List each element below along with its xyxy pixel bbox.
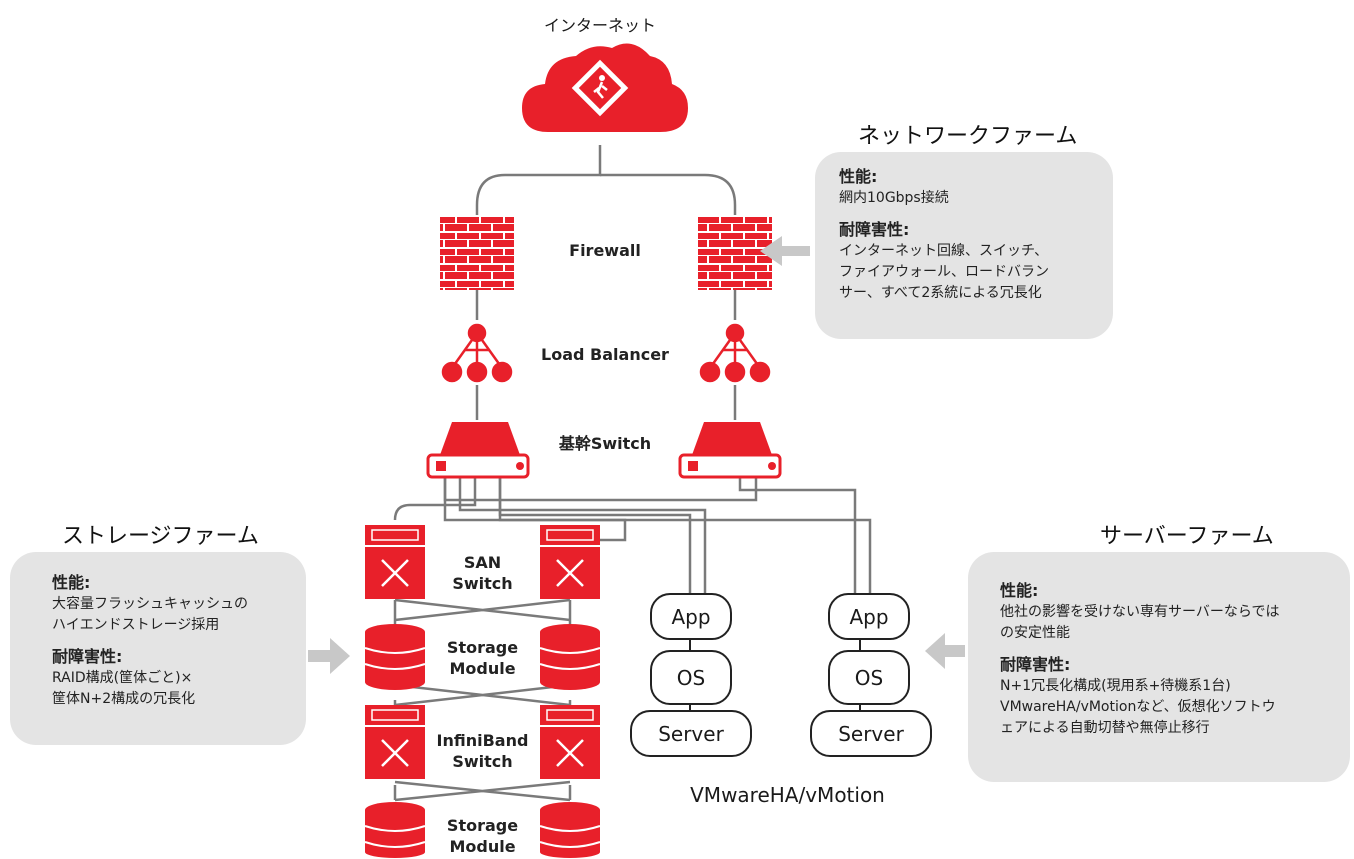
core-switch-left-icon [426, 422, 530, 479]
storage-module-left-icon [364, 624, 426, 690]
app-box-right: App [828, 593, 910, 640]
san-switch-right-icon [540, 525, 600, 599]
infiniband-switch-right-icon [540, 705, 600, 779]
storage-ft-text-1: RAID構成(筐体ごと)× [52, 670, 193, 686]
network-ft-text-2: ファイアウォール、ロードバラン [839, 264, 1049, 280]
server-box-left: Server [630, 710, 752, 757]
storage-perf-text-1: 大容量フラッシュキャッシュの [52, 596, 248, 612]
storage-module-2-left-icon [364, 802, 426, 858]
server-perf-text-1: 他社の影響を受けない専有サーバーならでは [1000, 604, 1280, 620]
os-box-right: OS [828, 650, 910, 705]
firewall-right-icon [698, 215, 772, 290]
server-farm-panel: 性能: 他社の影響を受けない専有サーバーならでは の安定性能 耐障害性: N+1… [968, 552, 1350, 782]
storage-perf-heading: 性能: [52, 573, 91, 592]
storage-module-label-line1: Storage [446, 638, 519, 657]
vmware-label: VMwareHA/vMotion [690, 783, 885, 807]
san-switch-label-line1: SAN [463, 553, 502, 572]
server-ft-text-2: VMwareHA/vMotionなど、仮想化ソフトウ [1000, 699, 1276, 715]
storage-perf-text-2: ハイエンドストレージ採用 [52, 617, 220, 633]
san-switch-label: SAN Switch [425, 552, 540, 594]
storage-farm-panel: 性能: 大容量フラッシュキャッシュの ハイエンドストレージ採用 耐障害性: RA… [10, 552, 306, 745]
server-ft-heading: 耐障害性: [1000, 655, 1071, 674]
san-switch-label-line2: Switch [452, 574, 513, 593]
storage-ft-text-2: 筐体N+2構成の冗長化 [52, 691, 196, 707]
load-balancer-right-icon [699, 323, 771, 383]
network-ft-heading: 耐障害性: [839, 220, 910, 239]
core-switch-label: 基幹Switch [558, 434, 652, 453]
load-balancer-left-icon [441, 323, 513, 383]
network-ft-text-1: インターネット回線、スイッチ、 [839, 243, 1049, 259]
storage-module-2-label-line1: Storage [446, 816, 519, 835]
internet-label: インターネット [543, 16, 656, 35]
infiniband-switch-left-icon [365, 705, 425, 779]
storage-module-label: Storage Module [425, 637, 540, 679]
san-switch-left-icon [365, 525, 425, 599]
server-ft-text-1: N+1冗長化構成(現用系+待機系1台) [1000, 678, 1231, 694]
storage-module-2-label-line2: Module [449, 837, 516, 856]
arrow-storage-icon [308, 638, 350, 674]
server-box-right: Server [810, 710, 932, 757]
infiniband-switch-label-line1: InfiniBand [436, 731, 529, 750]
server-ft-text-3: ェアによる自動切替や無停止移行 [1000, 720, 1210, 736]
core-switch-right-icon [678, 422, 782, 479]
network-ft-text-3: サー、すべて2系統による冗長化 [839, 285, 1042, 301]
storage-ft-heading: 耐障害性: [52, 647, 123, 666]
server-perf-text-2: の安定性能 [1000, 625, 1070, 641]
firewall-left-icon [440, 215, 514, 290]
server-farm-title: サーバーファーム [1100, 524, 1274, 549]
infiniband-switch-label: InfiniBand Switch [420, 730, 545, 772]
network-farm-panel: 性能: 網内10Gbps接続 耐障害性: インターネット回線、スイッチ、 ファイ… [815, 152, 1113, 339]
storage-farm-title: ストレージファーム [62, 524, 259, 549]
storage-module-label-line2: Module [449, 659, 516, 678]
infiniband-switch-label-line2: Switch [452, 752, 513, 771]
storage-module-2-label: Storage Module [425, 815, 540, 857]
network-perf-heading: 性能: [839, 167, 878, 186]
storage-module-right-icon [539, 624, 601, 690]
load-balancer-label: Load Balancer [541, 345, 669, 364]
firewall-label: Firewall [569, 241, 641, 260]
storage-module-2-right-icon [539, 802, 601, 858]
os-box-left: OS [650, 650, 732, 705]
server-stack-links [689, 640, 861, 710]
network-perf-text: 網内10Gbps接続 [839, 190, 949, 206]
arrow-server-icon [925, 633, 965, 669]
server-perf-heading: 性能: [1000, 581, 1039, 600]
network-farm-title: ネットワークファーム [858, 124, 1078, 149]
internet-cloud-icon [522, 43, 688, 132]
arrow-network-icon [760, 236, 810, 266]
app-box-left: App [650, 593, 732, 640]
